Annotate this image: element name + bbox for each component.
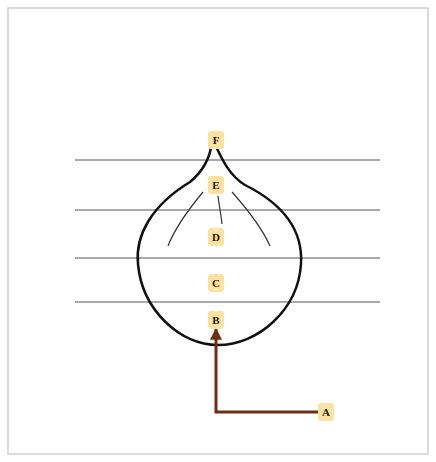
section-lines (75, 160, 380, 302)
pointer-arrow (216, 329, 318, 412)
section-line (75, 302, 380, 303)
frame (8, 8, 428, 454)
part-label: D (208, 228, 224, 246)
scale-line (232, 192, 270, 246)
inner-scales (168, 192, 270, 246)
part-label: F (208, 131, 224, 149)
part-letter: F (213, 135, 220, 146)
part-label: E (208, 176, 224, 194)
section-line (75, 210, 380, 211)
bulb-outline (138, 142, 301, 345)
part-letter: A (322, 407, 330, 418)
part-letter: B (212, 315, 219, 326)
section-line (75, 160, 380, 161)
part-label: C (208, 274, 224, 292)
section-line (75, 258, 380, 259)
part-letter: C (212, 278, 220, 289)
part-label: A (318, 403, 334, 421)
part-label: B (208, 311, 224, 329)
part-letter: D (212, 232, 220, 243)
scale-line (218, 196, 222, 224)
scale-line (168, 192, 203, 246)
part-letter: E (212, 180, 219, 191)
